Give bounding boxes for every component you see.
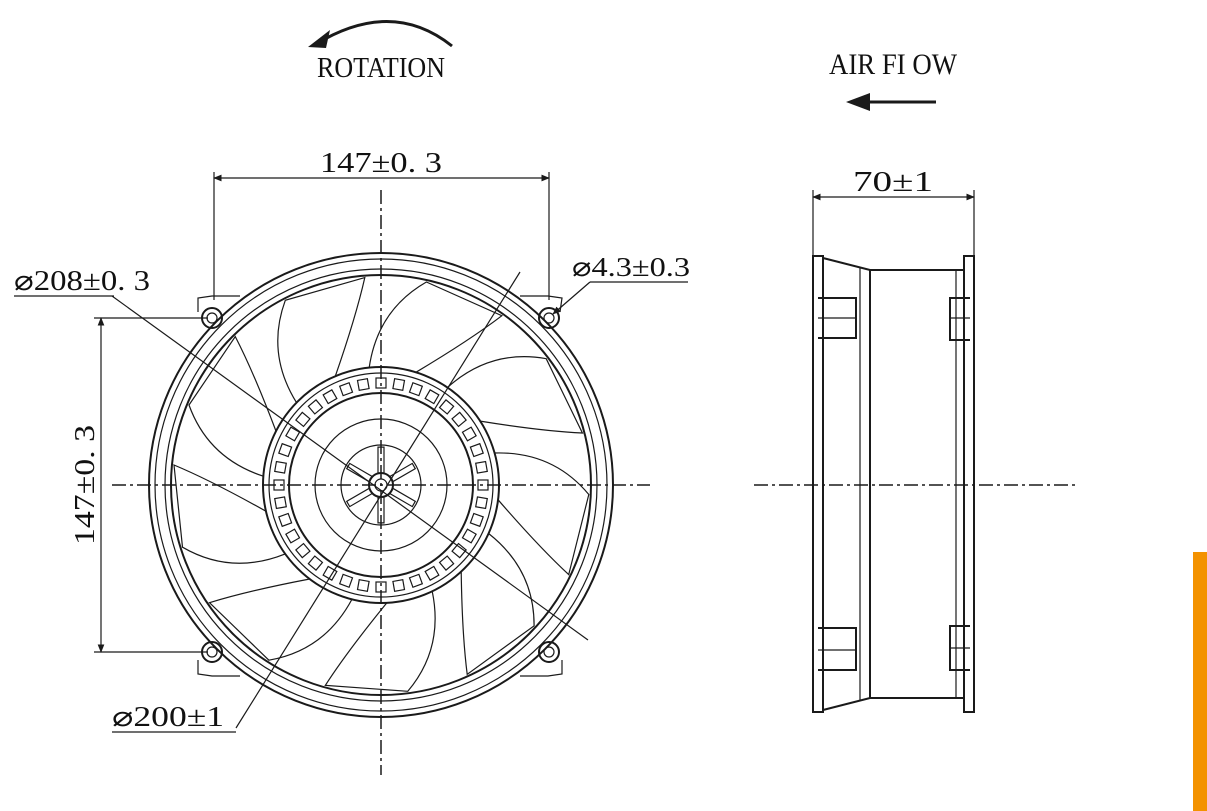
hub-fin xyxy=(338,573,354,588)
air-flow-label: AIR FI OW xyxy=(829,48,958,81)
depth-label: 70±1 xyxy=(853,167,933,198)
hub-fin xyxy=(475,496,488,510)
fan-blade xyxy=(188,335,277,477)
hub-fin xyxy=(273,479,285,491)
dimension-inner-diameter: ⌀200±1 xyxy=(112,702,236,733)
mounting-corners xyxy=(197,295,563,677)
hub-fin xyxy=(322,389,338,405)
hub-fin xyxy=(375,581,387,593)
hub-fin xyxy=(469,512,484,528)
hub-fin xyxy=(424,565,440,581)
arrow-left-icon xyxy=(846,93,936,111)
hub-fin xyxy=(307,555,324,571)
curved-arrow-left-icon xyxy=(315,20,453,48)
hub-fin xyxy=(461,426,477,442)
fan-blade xyxy=(324,591,436,692)
hub-fin xyxy=(424,389,440,405)
hub-fin xyxy=(356,579,370,592)
hub-spoke xyxy=(388,462,417,483)
hub-fin xyxy=(285,528,301,544)
rotation-label: ROTATION xyxy=(317,53,445,84)
fan-side-view xyxy=(754,255,1075,713)
air-flow-indicator: AIR FI OW xyxy=(829,48,958,111)
hub-fin xyxy=(469,442,484,458)
hub-fin xyxy=(461,528,477,544)
hub-fin xyxy=(408,573,424,588)
hub-spoke xyxy=(345,462,374,483)
hub-fin xyxy=(285,426,301,442)
hole-diameter-label: ⌀4.3±0.3 xyxy=(572,252,690,282)
rotation-arrowhead xyxy=(308,30,330,48)
hub-fin xyxy=(438,399,455,415)
accent-bar xyxy=(1193,552,1207,811)
hub-fin xyxy=(338,382,354,397)
hub-fin xyxy=(295,411,311,428)
fan-blade xyxy=(368,281,504,373)
fan-blade xyxy=(208,578,353,661)
hub-fin xyxy=(392,378,406,391)
hub-fin xyxy=(356,378,370,391)
dimension-outer-diameter: ⌀208±0. 3 xyxy=(14,266,150,297)
hub-fin xyxy=(392,579,406,592)
outer-diameter-label: ⌀208±0. 3 xyxy=(14,266,150,297)
hub-fin xyxy=(307,399,324,415)
hub-fin xyxy=(408,382,424,397)
fan-blade xyxy=(277,276,366,403)
dimension-depth: 70±1 xyxy=(812,167,975,256)
hub-fin xyxy=(295,542,311,559)
fan-blade xyxy=(460,533,535,676)
hub-fin xyxy=(475,460,488,474)
hub-fin xyxy=(322,565,338,581)
hub-fin xyxy=(278,512,293,528)
fan-blade xyxy=(494,452,590,576)
hub-spoke xyxy=(345,487,374,508)
hub-fin xyxy=(278,442,293,458)
hub-fin xyxy=(438,555,455,571)
fan-blade xyxy=(447,356,584,434)
fan-front-view xyxy=(111,190,650,775)
dimension-hole-diameter: ⌀4.3±0.3 xyxy=(552,252,690,315)
rotation-indicator: ROTATION xyxy=(308,20,453,84)
outer-ring xyxy=(148,252,614,718)
inner-diameter-label: ⌀200±1 xyxy=(112,702,224,733)
height-left-label: 147±0. 3 xyxy=(70,425,101,545)
hub-fins xyxy=(273,377,489,593)
hub-fin xyxy=(274,496,287,510)
hub-fin xyxy=(375,377,387,389)
fan-blades xyxy=(173,276,590,692)
mounting-hole xyxy=(538,307,560,329)
hub-center xyxy=(368,472,394,498)
hub-fin xyxy=(477,479,489,491)
hub-fin xyxy=(274,460,287,474)
hub-spoke xyxy=(388,487,417,508)
dimension-height-left: 147±0. 3 xyxy=(70,317,208,653)
dimension-width-top: 147±0. 3 xyxy=(213,148,550,300)
mounting-hole xyxy=(538,641,560,663)
hub-fin xyxy=(451,411,467,428)
fan-blade xyxy=(173,464,286,564)
hub-fin xyxy=(451,542,467,559)
hub-outer xyxy=(262,366,500,604)
width-top-label: 147±0. 3 xyxy=(320,148,442,179)
